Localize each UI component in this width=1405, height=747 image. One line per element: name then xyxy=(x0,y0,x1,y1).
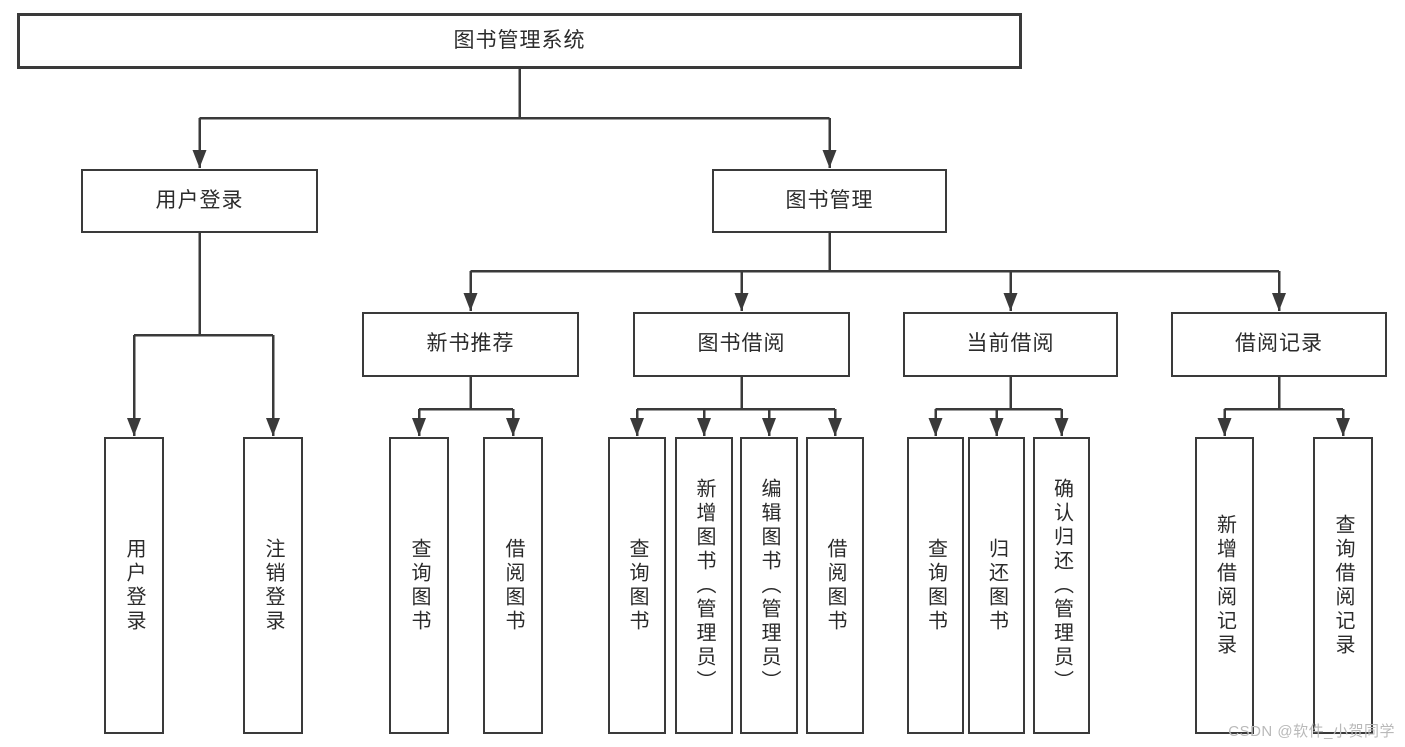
node-lf8[interactable]: 借阅图书 xyxy=(806,437,864,734)
node-lf2[interactable]: 注销登录 xyxy=(243,437,303,734)
node-lf1[interactable]: 用户登录 xyxy=(104,437,164,734)
node-label: 归还图书 xyxy=(985,537,1008,634)
node-root[interactable]: 图书管理系统 xyxy=(17,13,1022,69)
node-label: 查询借阅记录 xyxy=(1332,513,1354,658)
node-label: 编辑图书（管理员） xyxy=(758,477,780,694)
node-l2a[interactable]: 新书推荐 xyxy=(362,312,579,377)
node-label: 借阅图书 xyxy=(502,537,524,634)
node-label: 图书管理 xyxy=(785,188,874,212)
node-label: 当前借阅 xyxy=(966,332,1055,356)
node-label: 新书推荐 xyxy=(426,332,515,356)
node-label: 新增借阅记录 xyxy=(1213,513,1236,658)
node-l2b[interactable]: 图书借阅 xyxy=(633,312,850,377)
node-lf4[interactable]: 借阅图书 xyxy=(483,437,543,734)
node-label: 查询图书 xyxy=(626,537,648,634)
node-label: 查询图书 xyxy=(924,537,947,634)
node-lf7[interactable]: 编辑图书（管理员） xyxy=(740,437,798,734)
node-label: 图书管理系统 xyxy=(453,28,586,52)
node-lf10[interactable]: 归还图书 xyxy=(968,437,1025,734)
node-lf5[interactable]: 查询图书 xyxy=(608,437,666,734)
node-label: 新增图书（管理员） xyxy=(693,477,715,694)
node-label: 图书借阅 xyxy=(697,332,786,356)
node-l1b[interactable]: 图书管理 xyxy=(712,169,947,233)
node-label: 注销登录 xyxy=(262,537,284,634)
node-lf6[interactable]: 新增图书（管理员） xyxy=(675,437,733,734)
node-label: 查询图书 xyxy=(408,537,430,634)
node-label: 用户登录 xyxy=(155,188,244,212)
node-lf12[interactable]: 新增借阅记录 xyxy=(1195,437,1254,734)
node-l2c[interactable]: 当前借阅 xyxy=(903,312,1118,377)
node-lf9[interactable]: 查询图书 xyxy=(907,437,964,734)
node-label: 确认归还（管理员） xyxy=(1050,477,1073,694)
node-label: 借阅图书 xyxy=(824,537,846,634)
node-lf3[interactable]: 查询图书 xyxy=(389,437,449,734)
node-lf13[interactable]: 查询借阅记录 xyxy=(1313,437,1373,734)
node-label: 借阅记录 xyxy=(1235,332,1323,356)
node-l2d[interactable]: 借阅记录 xyxy=(1171,312,1387,377)
node-lf11[interactable]: 确认归还（管理员） xyxy=(1033,437,1090,734)
node-label: 用户登录 xyxy=(123,537,145,634)
node-l1a[interactable]: 用户登录 xyxy=(81,169,318,233)
watermark-label: CSDN @软件_小贺同学 xyxy=(1228,723,1395,740)
